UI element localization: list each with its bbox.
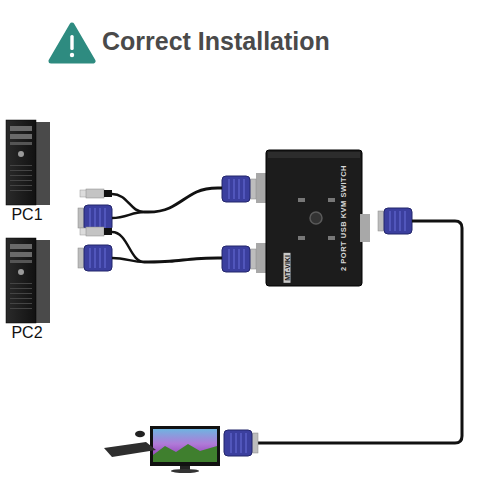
vga-plug	[78, 245, 112, 271]
device-label: 2 PORT USB KVM SWITCH	[339, 165, 348, 271]
brand-label: MT-VIKI	[284, 253, 291, 283]
computer-tower	[6, 120, 50, 205]
vga-usb-cable	[144, 188, 222, 212]
vga-plug	[378, 208, 412, 234]
computer-node: PC2	[4, 226, 144, 346]
computer-node: PC1	[4, 118, 144, 224]
title-text: Correct Installation	[102, 27, 330, 56]
usb-plug	[80, 227, 112, 236]
vga-usb-cable	[144, 258, 222, 262]
vga-cable	[258, 221, 462, 443]
mouse	[135, 431, 145, 437]
usb-plug	[80, 189, 112, 198]
keyboard	[104, 442, 156, 457]
computer-label: PC1	[4, 206, 50, 224]
kvm-switch: 2 PORT USB KVM SWITCH MT-VIKI	[222, 148, 374, 288]
computer-label: PC2	[4, 324, 50, 342]
computer-tower	[6, 238, 50, 323]
warning-icon	[51, 25, 93, 61]
monitor	[150, 426, 220, 466]
kvm-switch-body	[266, 150, 362, 286]
